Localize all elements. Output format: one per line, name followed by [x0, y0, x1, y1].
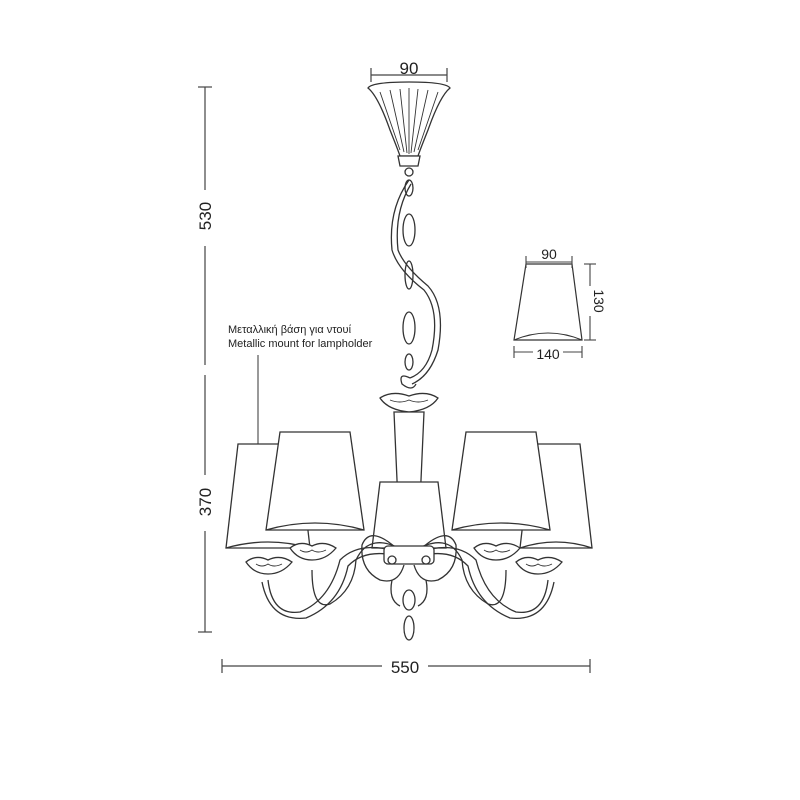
bottom-finial	[390, 579, 428, 641]
overall-width-label: 550	[391, 658, 419, 677]
chandelier	[225, 81, 593, 641]
shade-right-front	[451, 431, 551, 531]
lampholder-mount-right-back	[515, 556, 563, 575]
canopy-width-label: 90	[400, 59, 419, 78]
lampholder-mount-right-front	[473, 542, 521, 561]
shade-bottom-width-label: 140	[536, 346, 560, 362]
callout-text-english: Metallic mount for lampholder	[228, 338, 373, 350]
callout-text-greek: Μεταλλική βάση για ντουί	[228, 324, 352, 336]
bottom-height-label: 370	[196, 488, 215, 516]
upper-bobeche	[379, 392, 439, 413]
lampholder-mount-left-front	[289, 542, 337, 561]
shade-detail: 90 140 130	[513, 246, 607, 362]
suspension-chain	[390, 179, 442, 389]
lampholder-mount-left-back	[245, 556, 293, 575]
ceiling-canopy	[367, 81, 451, 177]
chandelier-arms	[261, 535, 555, 619]
canopy-width-dimension	[370, 68, 448, 82]
top-height-label: 530	[196, 202, 215, 230]
shade-height-label: 130	[591, 289, 607, 313]
shade-top-width-label: 90	[541, 246, 557, 262]
shade-left-front	[265, 431, 365, 531]
